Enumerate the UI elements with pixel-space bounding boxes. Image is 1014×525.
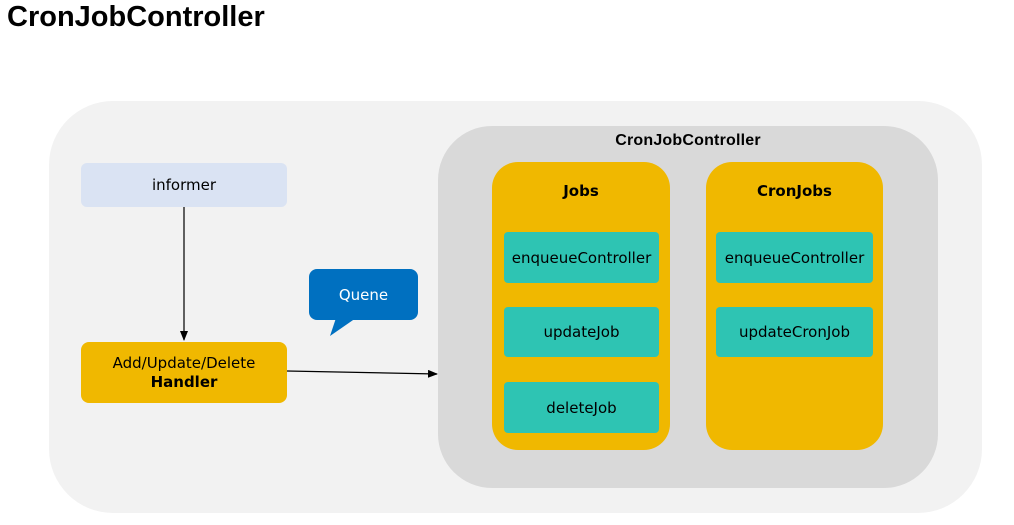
handler-line2: Handler [150,372,218,391]
cronjobs-item-enqueue-controller: enqueueController [716,232,873,283]
controller-title: CronJobController [615,132,761,149]
queue-label: Quene [338,285,389,304]
queue-bubble: Quene [309,269,418,320]
queue-bubble-tail [330,318,356,336]
handler-line1: Add/Update/Delete [112,353,256,372]
cronjobs-group-title: CronJobs [757,182,832,200]
informer-label: informer [151,176,217,194]
cronjobs-item-update-cronjob: updateCronJob [716,307,873,357]
cronjobs-group: CronJobs enqueueController updateCronJob [706,162,883,450]
page-title: CronJobController [7,1,265,33]
jobs-item-update-job: updateJob [504,307,659,357]
handler-box: Add/Update/Delete Handler [81,342,287,403]
jobs-item-enqueue-controller: enqueueController [504,232,659,283]
jobs-group: Jobs enqueueController updateJob deleteJ… [492,162,670,450]
arrow-handler-to-controller [286,369,438,378]
informer-box: informer [81,163,287,207]
jobs-item-delete-job: deleteJob [504,382,659,433]
jobs-group-title: Jobs [563,182,599,200]
